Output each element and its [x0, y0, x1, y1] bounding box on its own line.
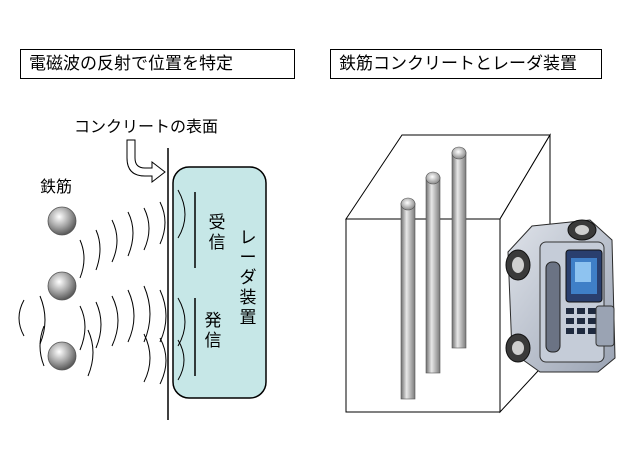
block-front-face — [345, 218, 501, 413]
rebar-rod-2 — [425, 176, 441, 374]
radar-device-label: レーダ装置 — [239, 228, 257, 328]
rebar-ball-3 — [47, 341, 77, 371]
rebar-ball-1 — [47, 206, 77, 236]
rebar-rods — [400, 146, 467, 400]
device-grip — [545, 261, 561, 353]
rebar-cap-3 — [451, 146, 467, 160]
transmit-label: 発信 — [204, 311, 222, 351]
rebar-label: 鉄筋 — [40, 177, 73, 196]
right-panel-title: 鉄筋コンクリートとレーダ装置 — [330, 49, 602, 79]
wave-arcs — [18, 189, 186, 385]
receive-label: 受信 — [208, 213, 226, 253]
left-panel-title: 電磁波の反射で位置を特定 — [20, 49, 295, 79]
rebar-cap-1 — [400, 197, 416, 211]
rebar-cap-2 — [425, 171, 441, 185]
device-buttons — [566, 308, 596, 334]
rebar-rod-1 — [400, 202, 416, 400]
radar-device-photo — [505, 219, 616, 373]
surface-pointer-arrow — [126, 139, 166, 184]
concrete-surface-label: コンクリートの表面 — [74, 117, 219, 136]
rebar-rod-3 — [451, 151, 467, 349]
radar-device-box — [172, 166, 267, 399]
rebar-ball-2 — [47, 271, 77, 301]
